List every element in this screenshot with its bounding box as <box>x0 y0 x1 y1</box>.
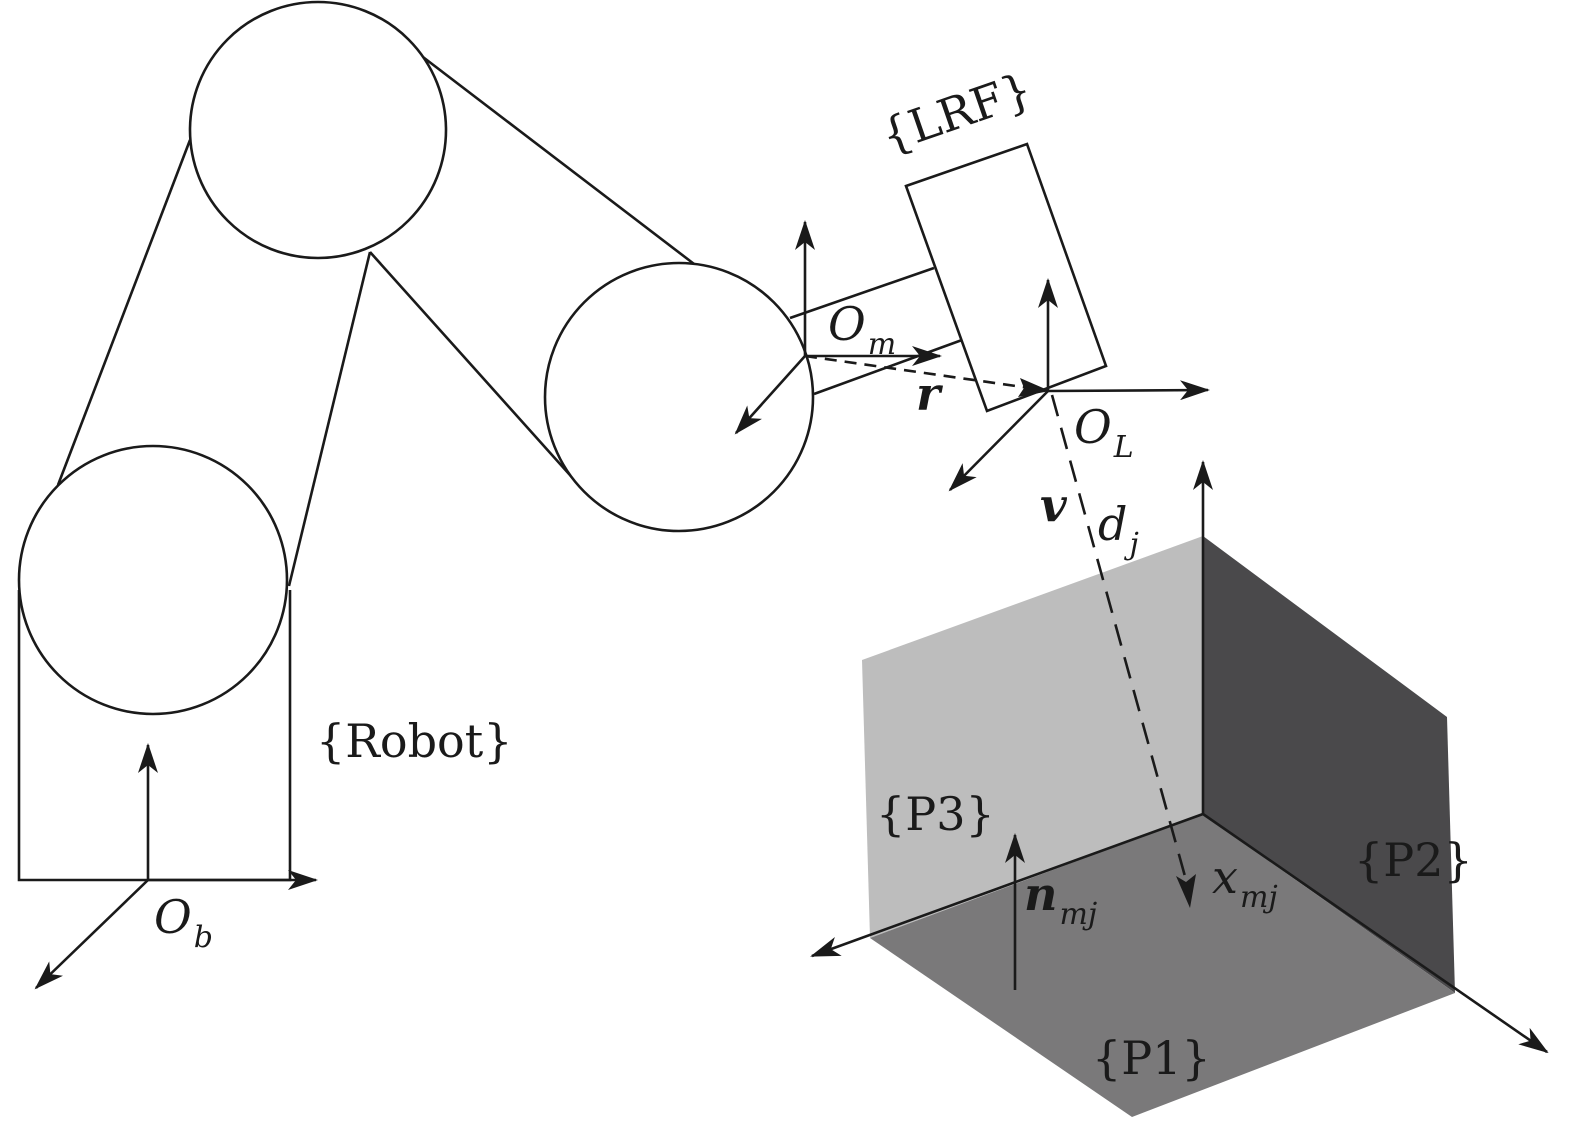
frame-label-p2: {P2} <box>1354 833 1473 887</box>
lrf-axis-x <box>1047 380 1210 401</box>
joint-base <box>17 444 289 716</box>
vector-label-d: dj <box>1098 497 1139 562</box>
cube-axis-left <box>810 812 1204 958</box>
vector-label-r: r <box>916 367 944 421</box>
vector-label-x: xmj <box>1212 850 1278 915</box>
frame-label-p3: {P3} <box>876 787 995 841</box>
cube-axis-right <box>1202 812 1549 1054</box>
origin-label-base: Ob <box>154 890 213 955</box>
joint-wrist <box>543 261 815 533</box>
laser-beam-dashed <box>1050 394 1188 881</box>
mount-axis-y <box>734 355 806 435</box>
translation-vector-r <box>804 354 1031 390</box>
origin-label-mount: Om <box>828 297 896 362</box>
vector-label-v: v <box>1040 478 1068 532</box>
joint-shoulder <box>188 0 448 260</box>
translation-vector-r-head <box>1018 378 1050 397</box>
lrf-frame-axes <box>948 278 1210 908</box>
origin-label-lrf: OL <box>1074 400 1134 465</box>
vector-label-n: nmj <box>1024 867 1097 932</box>
link-elbow-lower <box>369 251 579 485</box>
mount-link-upper <box>789 266 935 320</box>
laser-beam-head <box>1176 874 1196 908</box>
robot-arm <box>17 0 1108 882</box>
link-elbow-upper <box>418 52 699 269</box>
link-base-upper-right <box>287 251 372 587</box>
lrf-sensor-box <box>904 142 1108 413</box>
plane-p2-face <box>1203 536 1455 993</box>
frame-label-robot: {Robot} <box>316 714 513 768</box>
base-axis-y <box>34 879 149 990</box>
lrf-axis-y <box>948 390 1049 492</box>
frame-label-p1: {P1} <box>1092 1031 1211 1085</box>
mount-frame-axes <box>734 220 1050 435</box>
link-base-upper-left <box>56 139 192 486</box>
base-frame-axes <box>34 743 318 990</box>
